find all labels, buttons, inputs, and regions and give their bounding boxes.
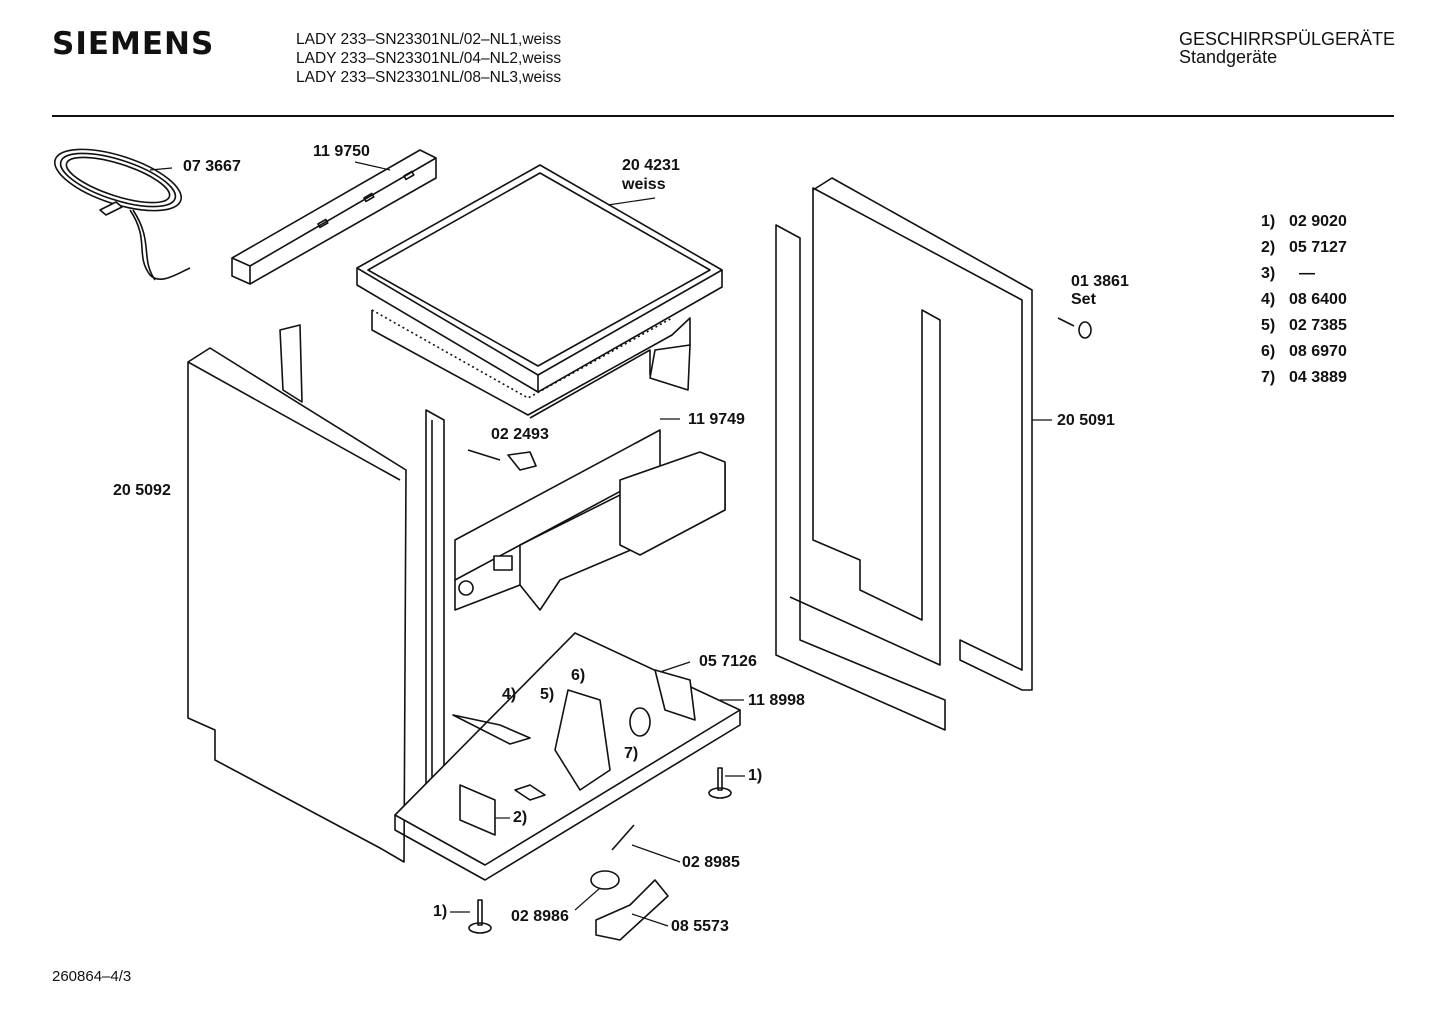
- label-control-bracket: 11 9749: [688, 411, 745, 428]
- legend-row: 2) 05 7127: [1261, 239, 1347, 265]
- label-float-housing: 08 5573: [671, 918, 729, 935]
- callout-5: 5): [540, 686, 555, 703]
- top-rail: [231, 149, 437, 285]
- leader-lines: [149, 161, 1052, 927]
- parts-legend: 1) 02 9020 2) 05 7127 3) — 4) 08 6400 5) 02 7…: [1261, 213, 1347, 395]
- legend-num: 4): [1261, 291, 1276, 308]
- document-number: 260864–4/3: [52, 968, 132, 985]
- legend-part: 05 7127: [1289, 239, 1347, 256]
- adjustable-foot: [468, 767, 732, 934]
- legend-row: 6) 08 6970: [1261, 343, 1347, 369]
- label-base-tray: 11 8998: [748, 692, 805, 709]
- category-title: GESCHIRRSPÜLGERÄTE: [1179, 29, 1396, 49]
- legend-row: 7) 04 3889: [1261, 369, 1347, 395]
- legend-num: 2): [1261, 239, 1276, 256]
- label-screw-clip: 02 2493: [491, 426, 549, 443]
- model-list: LADY 233–SN23301NL/02–NL1,weiss LADY 233…: [296, 30, 561, 87]
- label-top-rail: 11 9750: [313, 143, 370, 160]
- worktop: [356, 164, 723, 419]
- rear-frame: [775, 177, 1033, 731]
- label-right-panel: 20 5091: [1057, 412, 1115, 429]
- label-worktop-note: weiss: [622, 176, 666, 193]
- model-line: LADY 233–SN23301NL/04–NL2,weiss: [296, 50, 562, 67]
- screw-clip: [467, 449, 537, 471]
- legend-row: 5) 02 7385: [1261, 317, 1347, 343]
- callout-2: 2): [513, 809, 528, 826]
- legend-part: 04 3889: [1289, 369, 1347, 386]
- control-bracket: [454, 429, 726, 611]
- legend-row: 1) 02 9020: [1261, 213, 1347, 239]
- model-line: LADY 233–SN23301NL/08–NL3,weiss: [296, 69, 562, 86]
- base-tray: [394, 632, 741, 881]
- cap-set: [1057, 317, 1092, 339]
- callout-1-foot-left: 1): [433, 903, 448, 920]
- header-divider: [52, 115, 1394, 117]
- label-worktop: 20 4231: [622, 157, 680, 174]
- category-subtitle: Standgeräte: [1179, 47, 1278, 67]
- legend-part: 02 7385: [1289, 317, 1347, 334]
- label-float: 02 8986: [511, 908, 569, 925]
- callout-1-foot-right: 1): [748, 767, 763, 784]
- label-cap-set: 01 3861: [1071, 273, 1129, 290]
- legend-part: 08 6970: [1289, 343, 1347, 360]
- legend-row: 3) —: [1261, 265, 1347, 291]
- label-left-panel: 20 5092: [113, 482, 171, 499]
- label-cap-set-note: Set: [1071, 291, 1096, 308]
- label-cable: 07 3667: [183, 158, 241, 175]
- label-float-lever: 02 8985: [682, 854, 740, 871]
- label-switch-bracket: 05 7126: [699, 653, 757, 670]
- left-side-panel: [187, 324, 445, 863]
- category-block: GESCHIRRSPÜLGERÄTE Standgeräte: [1179, 30, 1395, 66]
- legend-num: 3): [1261, 265, 1276, 282]
- legend-part: 08 6400: [1289, 291, 1347, 308]
- legend-num: 6): [1261, 343, 1276, 360]
- float-assembly: [590, 824, 669, 941]
- model-line: LADY 233–SN23301NL/02–NL1,weiss: [296, 31, 562, 48]
- callout-7: 7): [624, 745, 639, 762]
- brand-logo: SIEMENS: [52, 26, 215, 62]
- legend-row: 4) 08 6400: [1261, 291, 1347, 317]
- callout-4: 4): [502, 686, 517, 703]
- callout-6: 6): [571, 667, 586, 684]
- power-cable: [53, 148, 191, 281]
- legend-num: 5): [1261, 317, 1276, 334]
- legend-part: 02 9020: [1289, 213, 1347, 230]
- legend-num: 1): [1261, 213, 1276, 230]
- legend-num: 7): [1261, 369, 1276, 386]
- legend-part: —: [1299, 265, 1315, 282]
